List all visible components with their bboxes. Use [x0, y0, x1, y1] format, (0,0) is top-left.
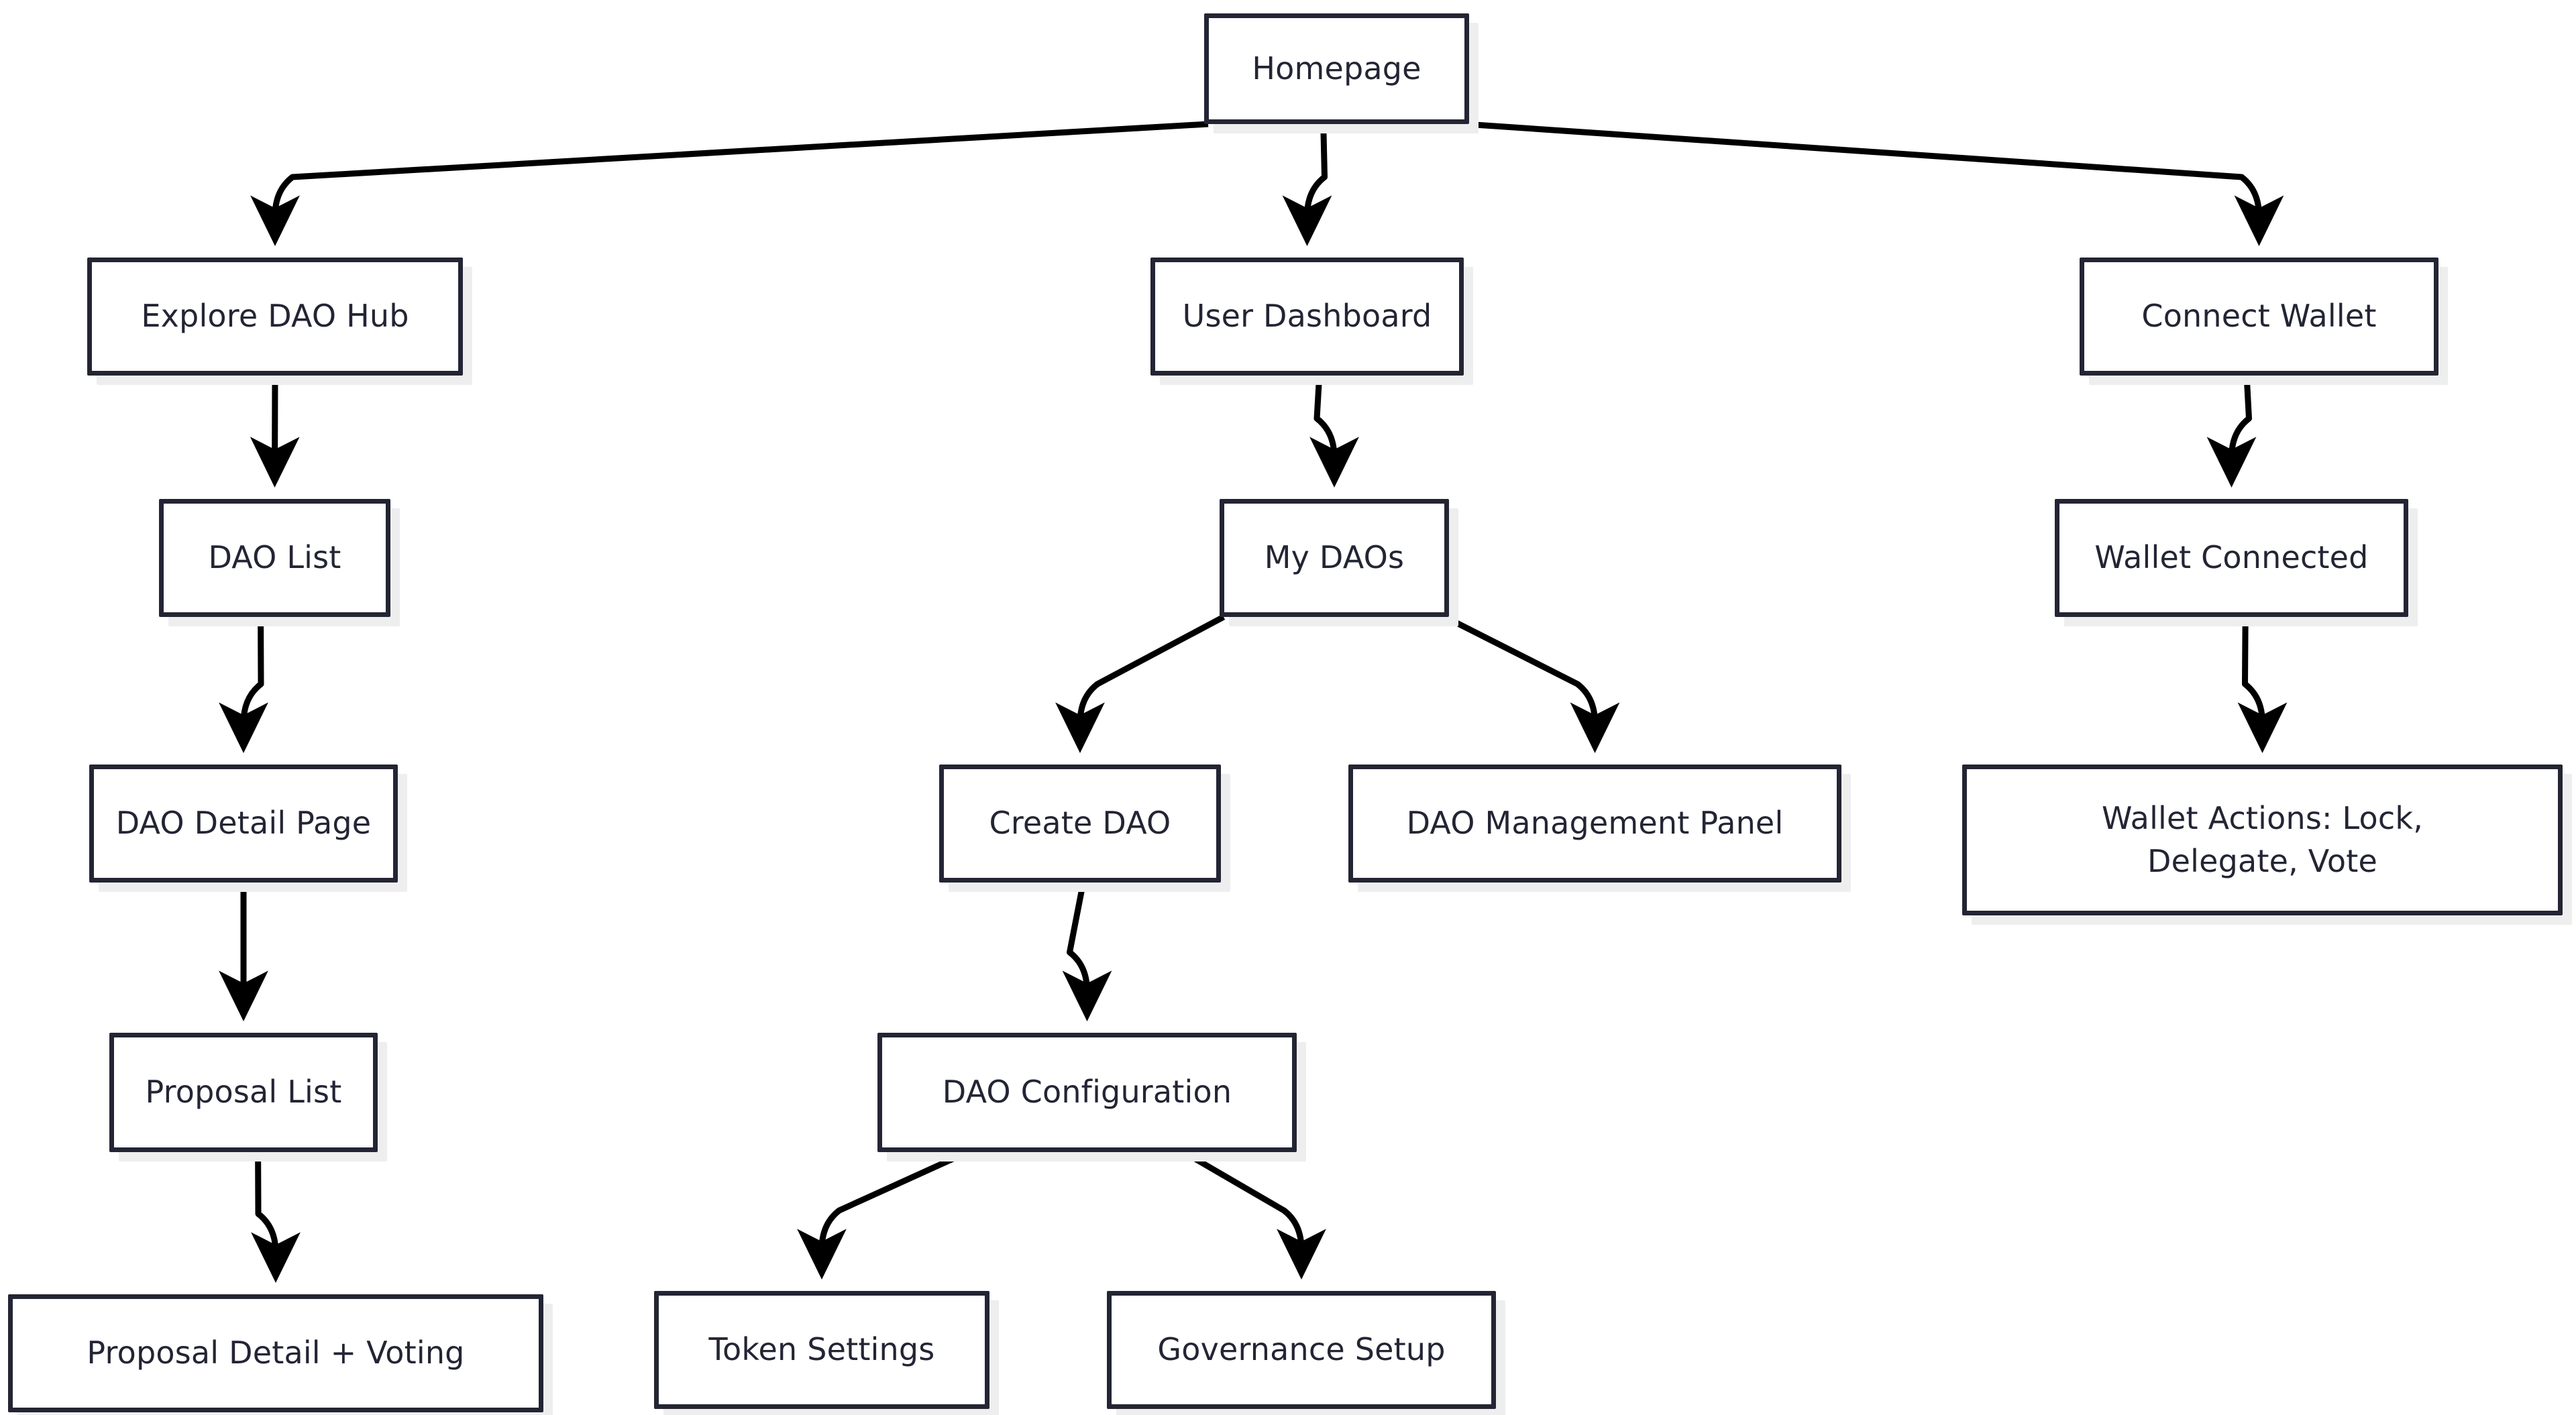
edge-dao_list-to-dao_detail_page: [219, 616, 268, 753]
node-label-proposal_detail: Proposal Detail + Voting: [87, 1335, 465, 1371]
edge-my_daos-to-create_dao: [1055, 614, 1226, 753]
node-wallet_actions[interactable]: Wallet Actions: Lock, Delegate, Vote: [1962, 765, 2563, 915]
node-label-dao_mgmt_panel: DAO Management Panel: [1406, 805, 1784, 842]
node-label-governance_setup: Governance Setup: [1157, 1331, 1446, 1368]
edge-proposal_list-to-proposal_detail: [251, 1151, 301, 1283]
node-dao_configuration[interactable]: DAO Configuration: [877, 1033, 1297, 1152]
node-label-wallet_connected: Wallet Connected: [2094, 539, 2369, 576]
node-connect_wallet[interactable]: Connect Wallet: [2080, 258, 2438, 376]
node-label-explore_dao_hub: Explore DAO Hub: [141, 298, 409, 335]
node-label-dao_list: DAO List: [208, 539, 341, 576]
edge-homepage-to-user_dashboard: [1282, 123, 1332, 246]
edge-dao_configuration-to-governance_setup: [1182, 1149, 1326, 1280]
edge-user_dashboard-to-my_daos: [1309, 375, 1359, 488]
node-token_settings[interactable]: Token Settings: [654, 1291, 989, 1409]
node-homepage[interactable]: Homepage: [1204, 13, 1469, 124]
node-label-dao_configuration: DAO Configuration: [942, 1074, 1232, 1111]
node-label-dao_detail_page: DAO Detail Page: [115, 805, 372, 842]
node-proposal_detail[interactable]: Proposal Detail + Voting: [8, 1294, 543, 1412]
node-my_daos[interactable]: My DAOs: [1220, 499, 1449, 617]
node-label-my_daos: My DAOs: [1264, 539, 1405, 576]
edge-create_dao-to-dao_configuration: [1062, 882, 1112, 1021]
edge-my_daos-to-dao_mgmt_panel: [1443, 614, 1620, 753]
node-dao_detail_page[interactable]: DAO Detail Page: [89, 765, 398, 883]
node-label-connect_wallet: Connect Wallet: [2141, 298, 2377, 335]
node-dao_list[interactable]: DAO List: [159, 499, 390, 617]
node-user_dashboard[interactable]: User Dashboard: [1150, 258, 1464, 376]
edge-wallet_connected-to-wallet_actions: [2237, 616, 2288, 753]
node-governance_setup[interactable]: Governance Setup: [1107, 1291, 1496, 1409]
node-dao_mgmt_panel[interactable]: DAO Management Panel: [1348, 765, 1841, 883]
node-create_dao[interactable]: Create DAO: [939, 765, 1221, 883]
node-label-create_dao: Create DAO: [989, 805, 1171, 842]
node-wallet_connected[interactable]: Wallet Connected: [2055, 499, 2408, 617]
edge-homepage-to-explore_dao_hub: [250, 121, 1209, 246]
edge-connect_wallet-to-wallet_connected: [2206, 375, 2257, 488]
node-label-user_dashboard: User Dashboard: [1182, 298, 1432, 335]
node-proposal_list[interactable]: Proposal List: [109, 1033, 378, 1152]
edge-homepage-to-connect_wallet: [1464, 121, 2284, 246]
node-label-token_settings: Token Settings: [708, 1331, 935, 1368]
node-label-proposal_list: Proposal List: [145, 1074, 342, 1111]
node-label-homepage: Homepage: [1252, 50, 1421, 87]
node-label-wallet_actions: Wallet Actions: Lock, Delegate, Vote: [2101, 800, 2424, 879]
edge-dao_configuration-to-token_settings: [797, 1149, 969, 1280]
edge-explore_dao_hub-to-dao_list: [250, 375, 300, 488]
node-explore_dao_hub[interactable]: Explore DAO Hub: [87, 258, 463, 376]
